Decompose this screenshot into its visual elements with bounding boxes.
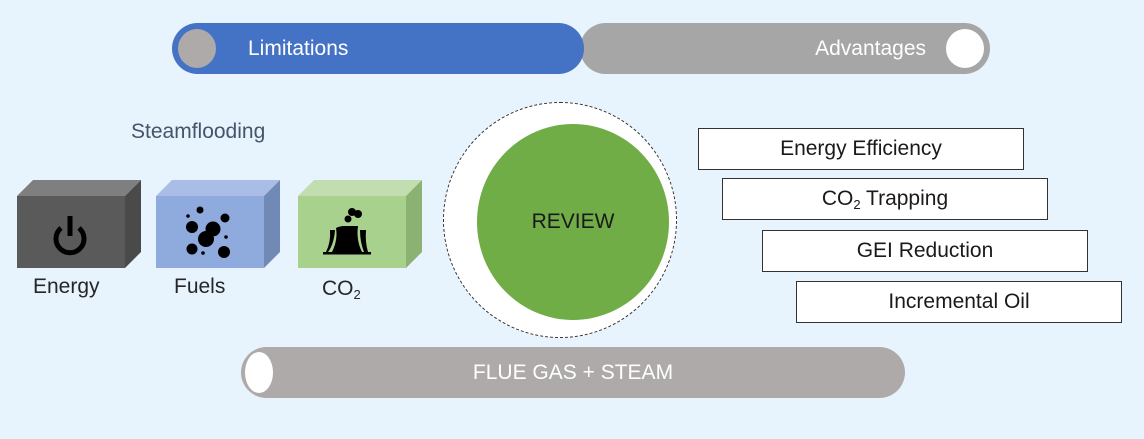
fuels-label: Fuels: [174, 275, 226, 298]
fuels-cube: [156, 180, 280, 268]
flue-gas-steam-pipe: FLUE GAS + STEAM: [241, 347, 905, 398]
co2-main: CO: [821, 187, 854, 210]
advantages-knob: [946, 29, 984, 68]
factory-smoke-icon: [322, 206, 374, 260]
advantages-label: Advantages: [815, 37, 926, 60]
advantages-toggle[interactable]: Advantages: [580, 23, 990, 74]
co2-label: CO2: [322, 277, 361, 301]
limitations-knob: [178, 29, 216, 68]
co2-sub: 2: [853, 197, 861, 212]
pipe-end: [245, 352, 273, 393]
energy-cube: [17, 180, 141, 268]
advantage-box-gei-reduction: GEI Reduction: [762, 230, 1088, 272]
pipe-label: FLUE GAS + STEAM: [472, 361, 674, 384]
advantage-text: Incremental Oil: [888, 290, 1030, 313]
bubbles-icon: [184, 206, 236, 262]
limitations-label: Limitations: [248, 37, 349, 60]
review-circle: REVIEW: [477, 124, 669, 320]
advantage-box-incremental-oil: Incremental Oil: [796, 281, 1122, 323]
advantage-box-energy-efficiency: Energy Efficiency: [698, 128, 1024, 170]
co2-cube: [298, 180, 422, 268]
advantage-text: CO2 Trapping: [822, 187, 948, 211]
section-title: Steamflooding: [131, 120, 266, 143]
co2-label-sub: 2: [353, 287, 361, 302]
co2-label-main: CO: [322, 277, 354, 300]
limitations-toggle[interactable]: Limitations: [172, 23, 584, 74]
energy-label: Energy: [33, 275, 100, 298]
advantage-text: GEI Reduction: [856, 239, 994, 262]
advantage-text: Energy Efficiency: [780, 137, 942, 160]
advantage-box-co2-trapping: CO2 Trapping: [722, 178, 1048, 220]
power-icon: [47, 214, 93, 260]
review-label: REVIEW: [531, 210, 615, 233]
trapping-text: Trapping: [860, 187, 949, 210]
